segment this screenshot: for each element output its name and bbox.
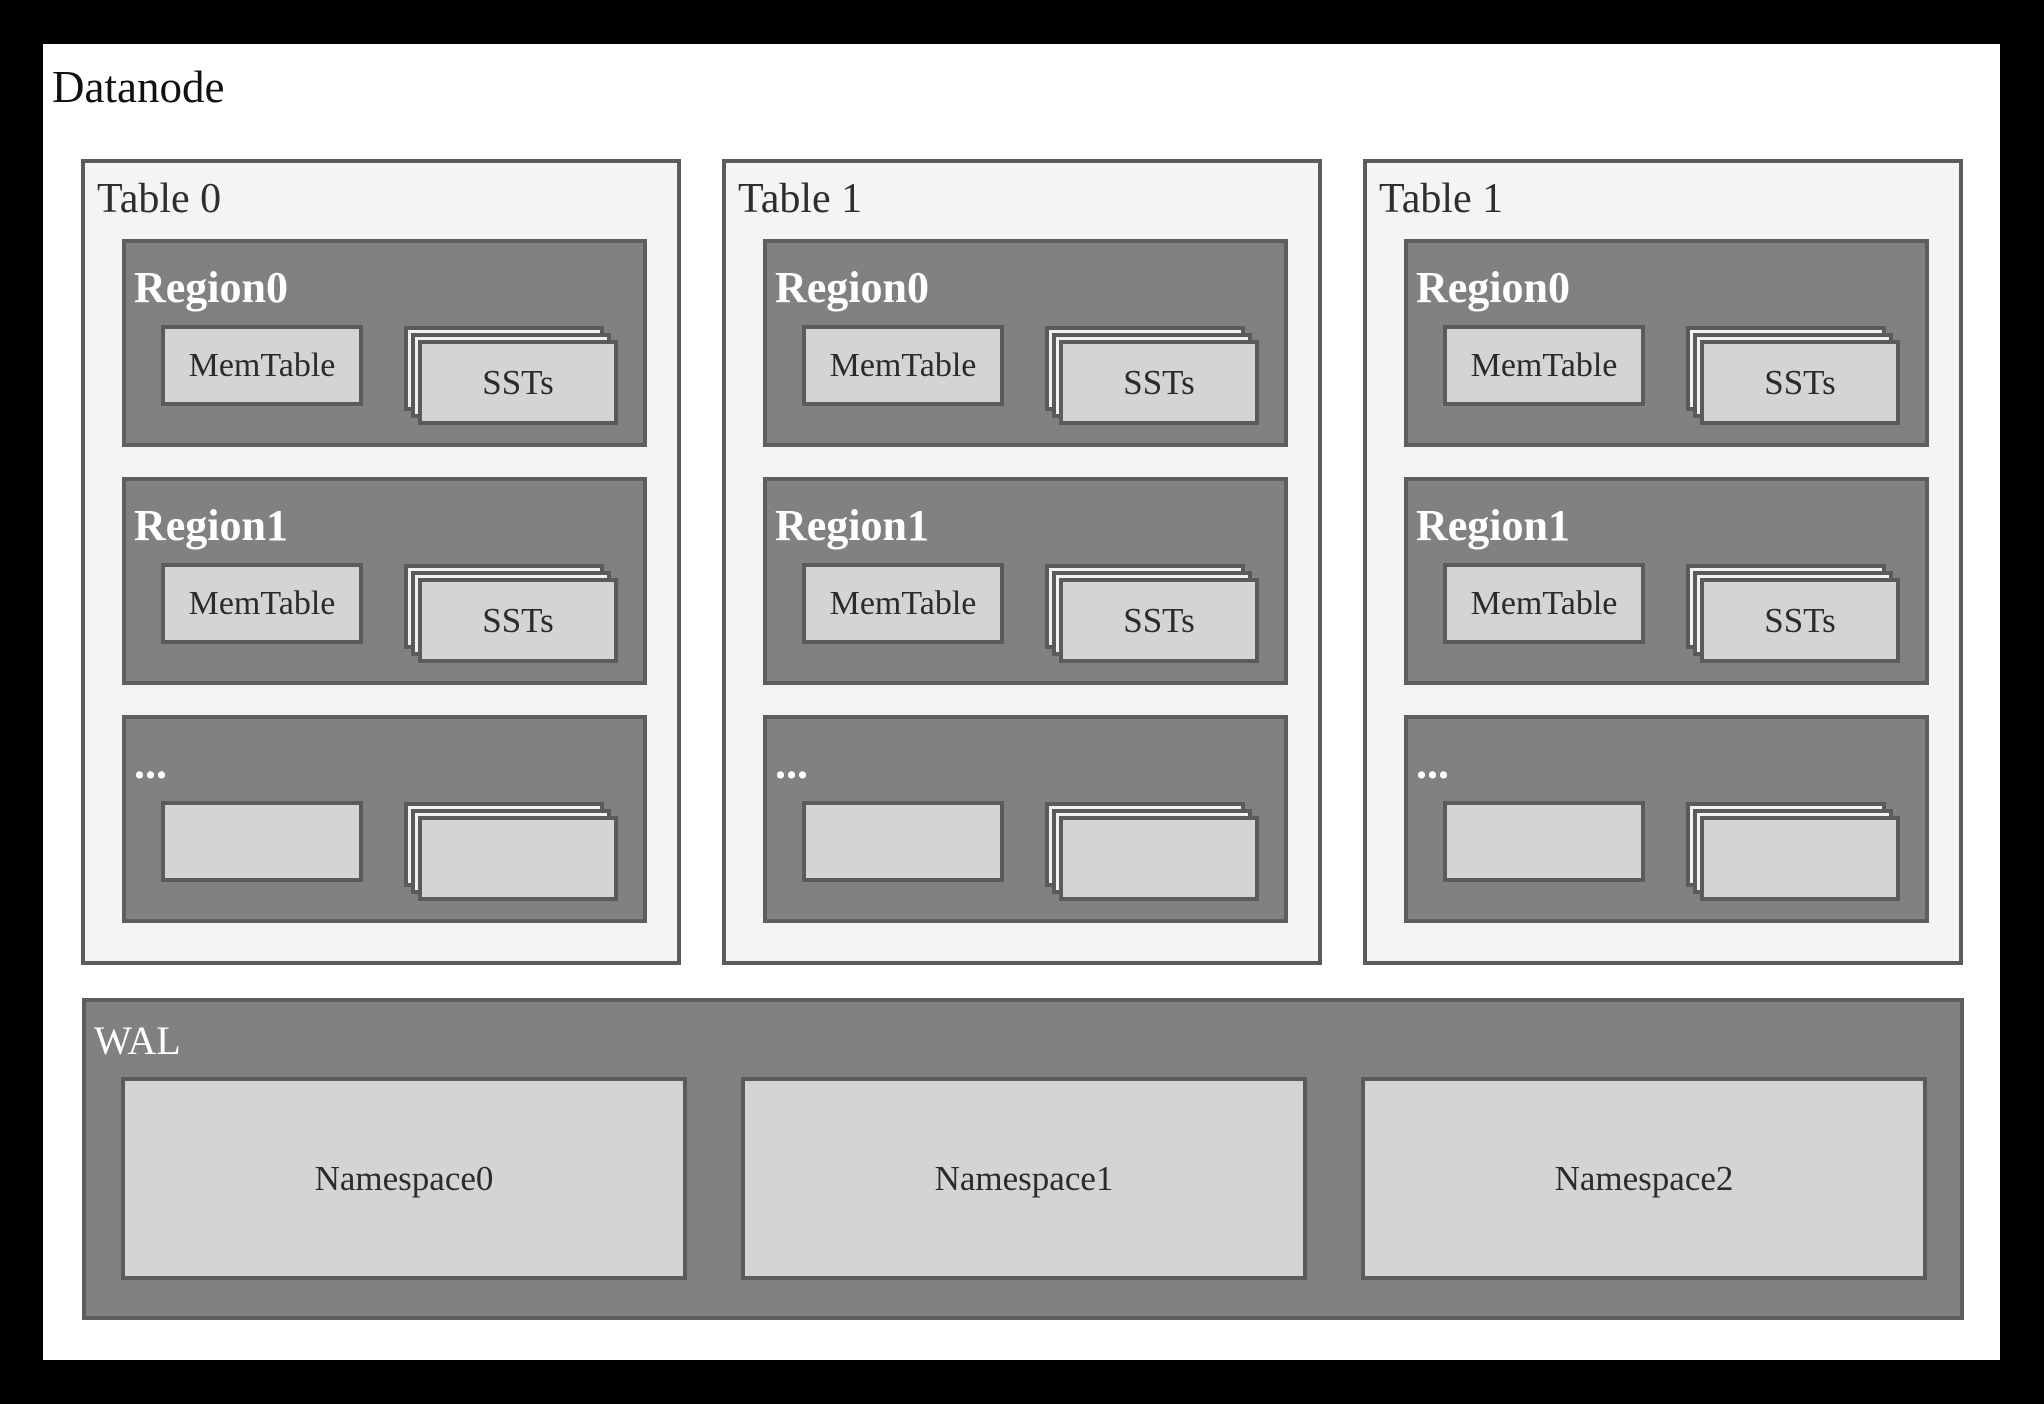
region-title: Region1 — [134, 501, 288, 550]
memtable-box: MemTable — [802, 325, 1004, 406]
region-title: Region0 — [1416, 263, 1570, 312]
ssts-stack: SSTs — [1045, 564, 1259, 663]
region-box: Region0 MemTable SSTs — [763, 239, 1288, 447]
region-title: Region1 — [1416, 501, 1570, 550]
wal-title: WAL — [94, 1018, 181, 1063]
memtable-box-empty — [802, 801, 1004, 882]
table-panel-1: Table 1 Region0 MemTable SSTs Region1 Me… — [722, 159, 1322, 965]
namespace-box: Namespace0 — [121, 1077, 687, 1280]
ssts-stack-empty — [1686, 802, 1900, 901]
ssts-stack: SSTs — [404, 326, 618, 425]
memtable-box: MemTable — [161, 325, 363, 406]
memtable-box: MemTable — [161, 563, 363, 644]
ssts-stack-empty — [404, 802, 618, 901]
sst-sheet-front — [1059, 816, 1259, 901]
ellipsis-label: ... — [134, 739, 167, 788]
region-title: Region0 — [134, 263, 288, 312]
table-panel-2: Table 1 Region0 MemTable SSTs Region1 Me… — [1363, 159, 1963, 965]
sst-sheet-front: SSTs — [418, 340, 618, 425]
region-box: Region1 MemTable SSTs — [763, 477, 1288, 685]
table-title: Table 0 — [97, 176, 222, 222]
memtable-box: MemTable — [1443, 563, 1645, 644]
ssts-stack: SSTs — [1045, 326, 1259, 425]
table-title: Table 1 — [1379, 176, 1504, 222]
memtable-box-empty — [161, 801, 363, 882]
region-box: Region0 MemTable SSTs — [1404, 239, 1929, 447]
wal-panel: WAL Namespace0 Namespace1 Namespace2 — [82, 998, 1964, 1320]
ellipsis-label: ... — [1416, 739, 1449, 788]
region-box: Region1 MemTable SSTs — [122, 477, 647, 685]
memtable-box: MemTable — [802, 563, 1004, 644]
region-title: Region1 — [775, 501, 929, 550]
sst-sheet-front: SSTs — [1700, 578, 1900, 663]
ssts-stack: SSTs — [1686, 564, 1900, 663]
table-title: Table 1 — [738, 176, 863, 222]
sst-sheet-front: SSTs — [418, 578, 618, 663]
sst-sheet-front: SSTs — [1059, 340, 1259, 425]
region-box-ellipsis: ... — [122, 715, 647, 923]
sst-sheet-front — [418, 816, 618, 901]
sst-sheet-front — [1700, 816, 1900, 901]
ssts-stack: SSTs — [1686, 326, 1900, 425]
table-panel-0: Table 0 Region0 MemTable SSTs Region1 Me… — [81, 159, 681, 965]
region-box-ellipsis: ... — [1404, 715, 1929, 923]
ssts-stack-empty — [1045, 802, 1259, 901]
memtable-box: MemTable — [1443, 325, 1645, 406]
namespace-box: Namespace1 — [741, 1077, 1307, 1280]
ellipsis-label: ... — [775, 739, 808, 788]
memtable-box-empty — [1443, 801, 1645, 882]
datanode-panel: Datanode Table 0 Region0 MemTable SSTs R… — [43, 44, 2000, 1360]
region-box: Region0 MemTable SSTs — [122, 239, 647, 447]
sst-sheet-front: SSTs — [1059, 578, 1259, 663]
region-box: Region1 MemTable SSTs — [1404, 477, 1929, 685]
sst-sheet-front: SSTs — [1700, 340, 1900, 425]
ssts-stack: SSTs — [404, 564, 618, 663]
region-box-ellipsis: ... — [763, 715, 1288, 923]
namespace-box: Namespace2 — [1361, 1077, 1927, 1280]
diagram-title: Datanode — [52, 62, 225, 112]
region-title: Region0 — [775, 263, 929, 312]
